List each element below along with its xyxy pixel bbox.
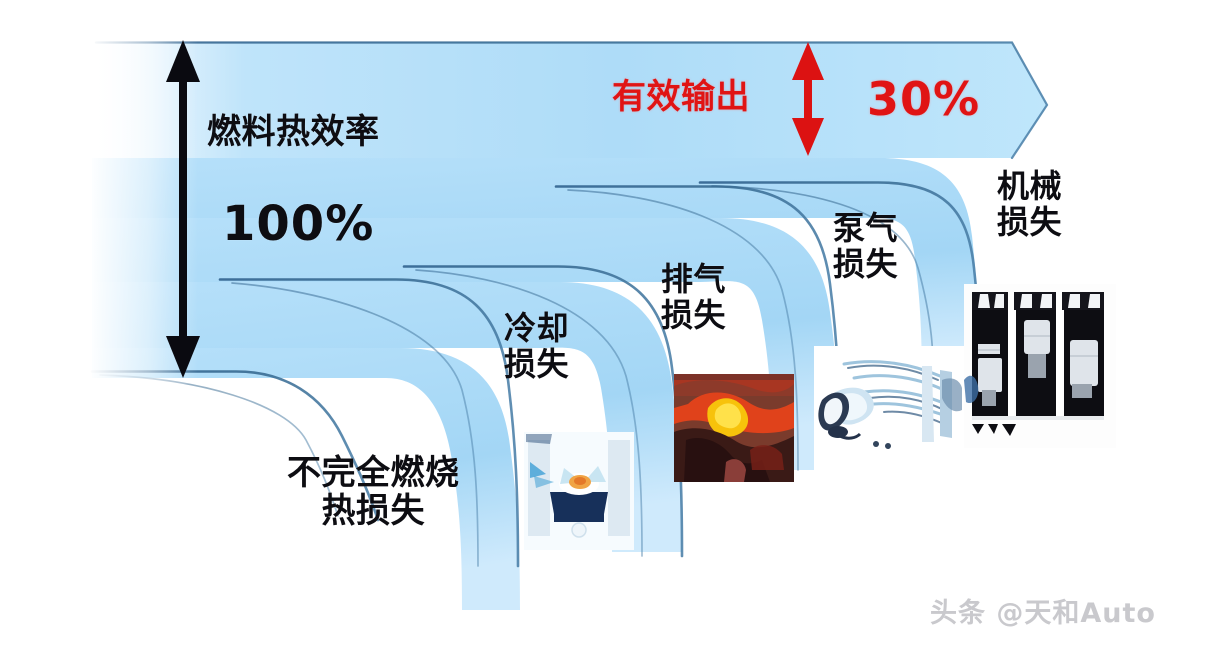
- branch-mechanical-loss: [92, 158, 980, 392]
- branch-pumping-loss: [92, 218, 840, 470]
- watermark: 头条 @天和Auto: [930, 598, 1156, 629]
- effective-output-percent-label: 30%: [867, 72, 981, 126]
- fuel-thermal-efficiency-label: 燃料热效率: [207, 112, 380, 152]
- combustion-flame-photo: [674, 374, 794, 482]
- cylinder-combustion-photo: [524, 432, 634, 550]
- total-percent-label: 100%: [222, 196, 375, 252]
- pumping-loss-label: 泵气 损失: [833, 209, 899, 283]
- mechanical-loss-label: 机械 损失: [997, 167, 1063, 241]
- output-height-arrow: [792, 42, 824, 156]
- airflow-valve-photo: [814, 346, 964, 478]
- incomplete-combustion-loss-label: 不完全燃烧 热损失: [287, 453, 460, 532]
- total-height-arrow: [166, 40, 200, 378]
- cooling-loss-label: 冷却 损失: [504, 309, 570, 383]
- effective-output-label: 有效输出: [612, 77, 750, 117]
- exhaust-loss-label: 排气 损失: [661, 260, 727, 334]
- engine-cylinder-photo: [964, 284, 1116, 448]
